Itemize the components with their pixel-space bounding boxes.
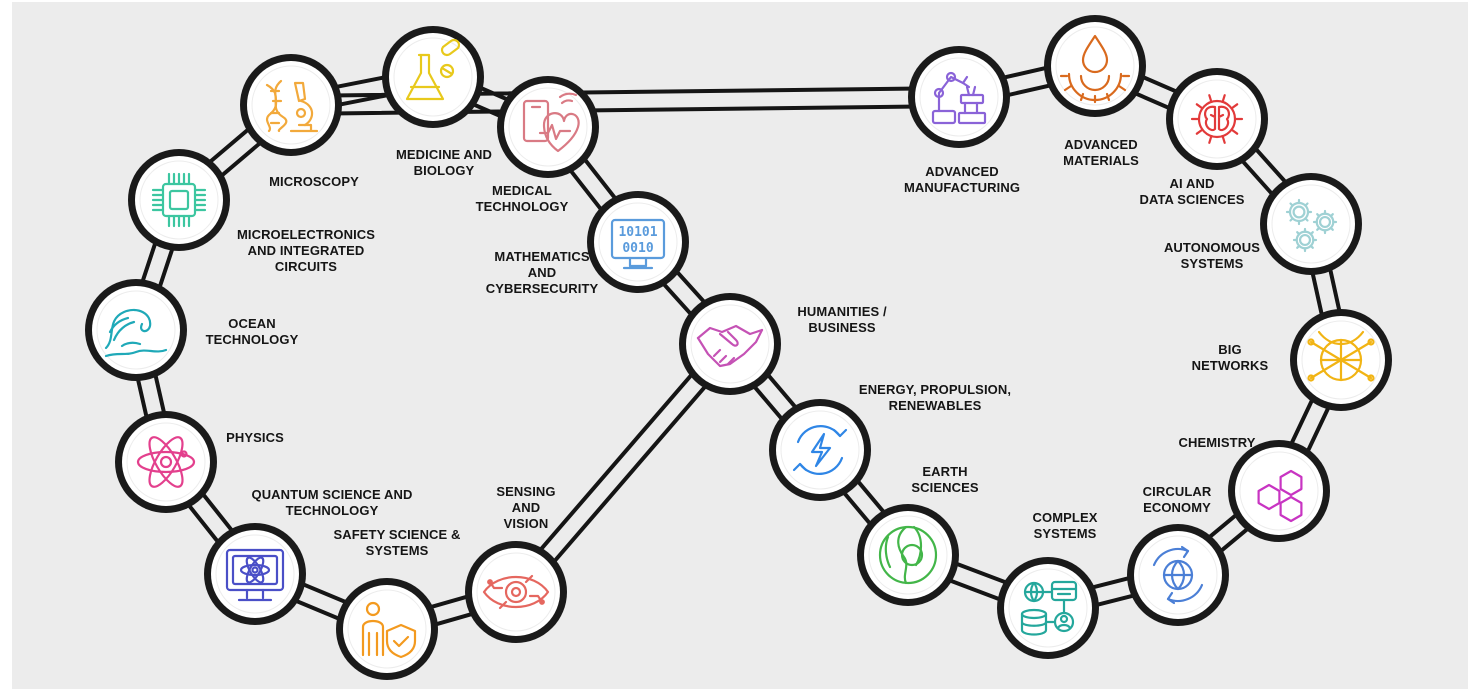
person-shield-icon [361, 601, 417, 659]
node-microscopy [240, 54, 342, 156]
node-energy [769, 399, 871, 501]
node-complex-systems [997, 557, 1099, 659]
network-database-icon [1020, 580, 1078, 636]
globe-arrows-icon [1152, 545, 1204, 605]
drop-gear-icon [1059, 34, 1131, 104]
node-earth-sciences [857, 504, 959, 606]
label-mathematics-cybersecurity: MATHEMATICS AND CYBERSECURITY [485, 249, 599, 296]
wave-icon [104, 308, 168, 358]
label-sensing-vision: SENSING AND VISION [496, 484, 556, 531]
label-ai-data-sciences: AI AND DATA SCIENCES [1139, 176, 1245, 207]
node-ocean-technology [85, 279, 187, 381]
label-microscopy: MICROSCOPY [269, 174, 359, 189]
handshake-icon [696, 324, 764, 368]
node-safety-science [336, 578, 438, 680]
node-advanced-materials [1044, 15, 1146, 117]
brain-gear-icon [1190, 94, 1244, 144]
svg-text:0010: 0010 [622, 241, 653, 256]
robot-arm-icon [931, 71, 987, 125]
network-globe-icon [1307, 330, 1375, 382]
svg-text:10101: 10101 [618, 225, 657, 240]
label-chemistry: CHEMISTRY [1178, 435, 1256, 450]
hexagons-icon [1257, 469, 1303, 523]
label-autonomous-systems: AUTONOMOUS SYSTEMS [1163, 240, 1261, 271]
node-autonomous-systems [1260, 173, 1362, 275]
node-microelectronics [128, 149, 230, 251]
gears-icon [1285, 198, 1338, 253]
label-ocean-technology: OCEAN TECHNOLOGY [205, 316, 299, 347]
node-quantum-science [204, 523, 306, 625]
atom-icon [136, 436, 196, 488]
label-advanced-materials: ADVANCED MATERIALS [1063, 137, 1139, 168]
label-microelectronics: MICROELECTRONICS AND INTEGRATED CIRCUITS [236, 227, 376, 274]
label-humanities-business: HUMANITIES / BUSINESS [797, 304, 887, 335]
node-sensing-vision [465, 541, 567, 643]
earth-profile-icon [878, 525, 938, 585]
chip-icon [151, 172, 207, 228]
label-circular-economy: CIRCULAR ECONOMY [1142, 484, 1212, 515]
flask-pills-icon [405, 38, 461, 101]
label-safety-science: SAFETY SCIENCE & SYSTEMS [333, 527, 461, 558]
node-medicine-biology [382, 26, 484, 128]
label-complex-systems: COMPLEX SYSTEMS [1032, 510, 1098, 541]
label-big-networks: BIG NETWORKS [1191, 342, 1269, 373]
eye-circuit-icon [482, 574, 550, 610]
node-big-networks [1290, 309, 1392, 411]
label-energy: ENERGY, PROPULSION, RENEWABLES [858, 382, 1012, 413]
label-medical-technology: MEDICAL TECHNOLOGY [475, 183, 569, 214]
node-ai-data-sciences [1166, 68, 1268, 170]
tablet-heart-icon [522, 92, 580, 153]
energy-cycle-icon [792, 425, 848, 475]
label-quantum-science: QUANTUM SCIENCE AND TECHNOLOGY [251, 487, 413, 518]
node-chemistry [1228, 440, 1330, 542]
node-circular-economy [1127, 524, 1229, 626]
label-medicine-biology: MEDICINE AND BIOLOGY [395, 147, 493, 178]
label-physics: PHYSICS [226, 430, 284, 445]
node-physics [115, 411, 217, 513]
monitor-atom-icon [225, 548, 285, 602]
label-earth-sciences: EARTH SCIENCES [911, 464, 979, 495]
dna-microscope-icon [265, 79, 319, 133]
label-advanced-manufacturing: ADVANCED MANUFACTURING [903, 164, 1021, 195]
connector-sensing-vision-humanities-business [507, 336, 739, 600]
node-medical-technology [497, 76, 599, 178]
node-humanities-business [679, 293, 781, 395]
node-advanced-manufacturing [908, 46, 1010, 148]
